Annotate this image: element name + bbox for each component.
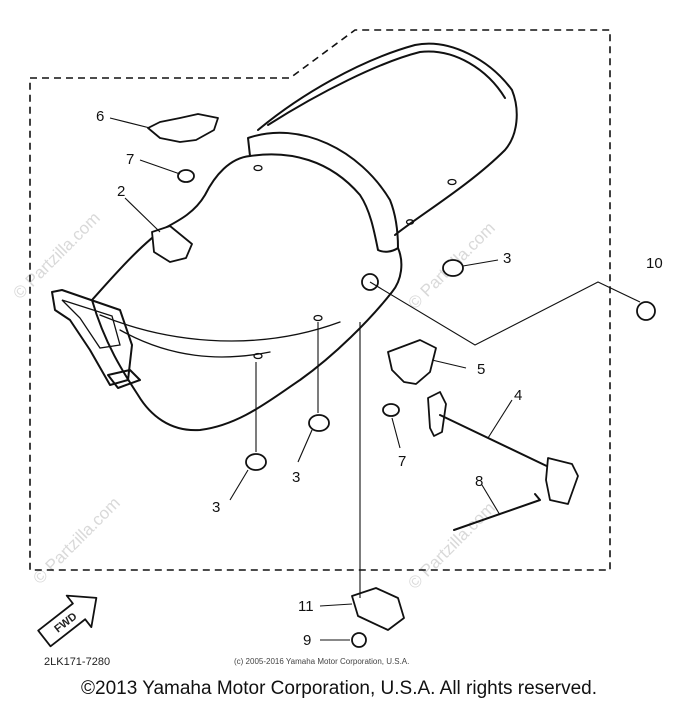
callout-3: 3: [212, 499, 220, 516]
callout-4: 4: [514, 387, 522, 404]
copyright-footer: ©2013 Yamaha Motor Corporation, U.S.A. A…: [81, 678, 597, 699]
seat: [51, 42, 518, 432]
part-2-bracket: [151, 225, 193, 263]
callout-7: 7: [126, 151, 134, 168]
part-8-wire: [453, 493, 541, 531]
callout-3: 3: [503, 250, 511, 267]
assembly-boundary: [29, 29, 611, 571]
fasteners: [177, 169, 656, 648]
callout-11: 11: [298, 598, 314, 615]
callout-numbers: 6 7 2 3 10 5 4 7 3 3 8 11 9: [96, 108, 663, 649]
part-6-bracket: [147, 113, 219, 143]
callout-3: 3: [292, 469, 300, 486]
watermark: © Partzilla.com: [29, 493, 123, 587]
small-copyright: (c) 2005-2016 Yamaha Motor Corporation, …: [234, 657, 409, 666]
watermark: © Partzilla.com: [404, 498, 498, 592]
fwd-arrow-icon: FWD: [37, 594, 98, 648]
leader-lines: [109, 117, 641, 641]
part-4-rod: [427, 391, 579, 505]
callout-6: 6: [96, 108, 104, 125]
part-11-latch: [351, 587, 405, 631]
callout-2: 2: [117, 183, 125, 200]
callout-5: 5: [477, 361, 485, 378]
diagram-code: 2LK171-7280: [44, 656, 110, 668]
callout-8: 8: [475, 473, 483, 490]
callout-7: 7: [398, 453, 406, 470]
callout-9: 9: [303, 632, 311, 649]
callout-10: 10: [646, 255, 663, 272]
watermarks: © Partzilla.com © Partzilla.com © Partzi…: [9, 208, 498, 592]
watermark: © Partzilla.com: [9, 208, 103, 302]
part-5-seat-lock: [387, 339, 437, 385]
